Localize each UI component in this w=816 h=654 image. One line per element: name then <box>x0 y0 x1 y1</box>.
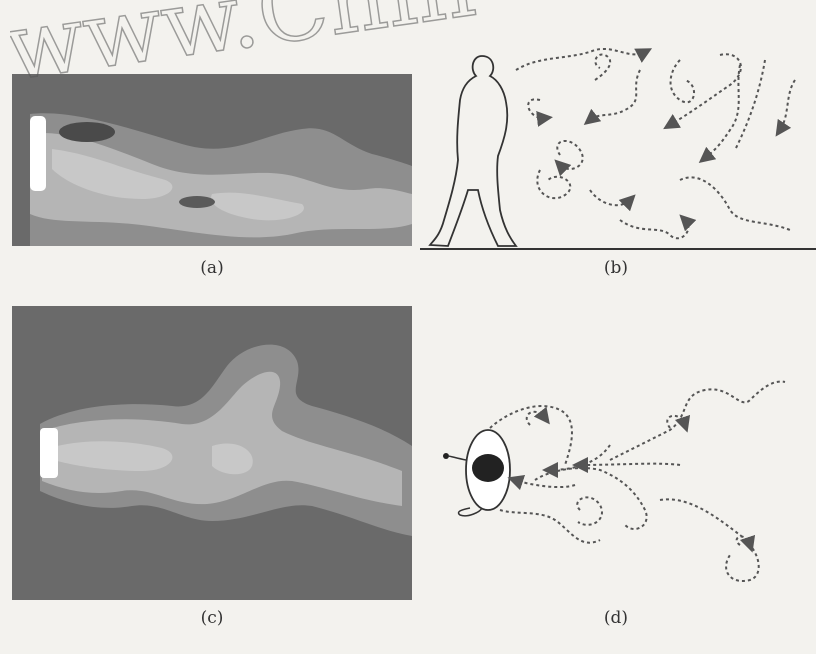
vortex-paths-b <box>516 49 795 238</box>
caption-d: (d) <box>586 608 646 628</box>
panel-c-contour-top-view <box>12 306 412 600</box>
contour-plot-c <box>12 306 412 600</box>
caption-c: (c) <box>182 608 242 628</box>
watermark: www.Chin <box>10 0 530 110</box>
person-top-view-icon <box>443 430 510 516</box>
watermark-text: www.Chin <box>10 0 481 102</box>
obstacle-a <box>30 116 46 191</box>
vortex-paths-d <box>490 382 785 581</box>
obstacle-c <box>40 428 58 478</box>
panel-d-sketch-top-view <box>420 370 816 600</box>
sketch-d <box>420 370 816 600</box>
caption-b: (b) <box>586 258 646 278</box>
caption-a: (a) <box>182 258 242 278</box>
